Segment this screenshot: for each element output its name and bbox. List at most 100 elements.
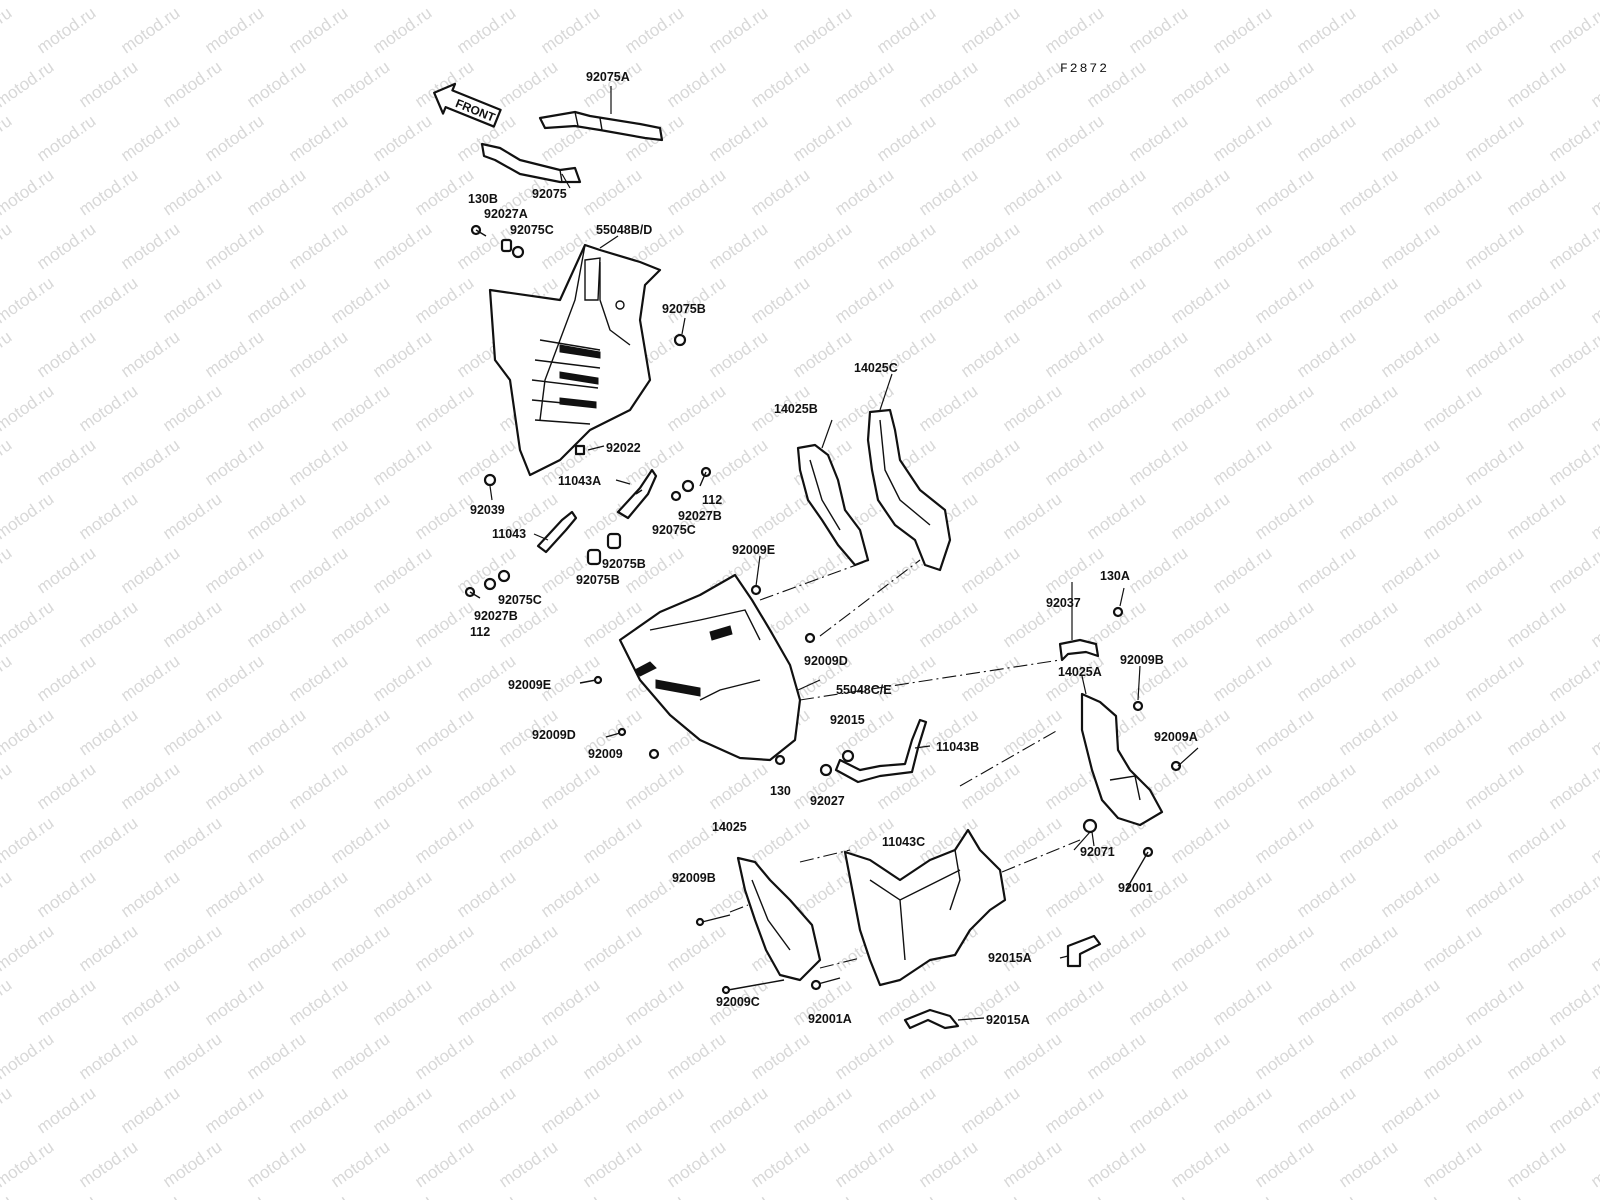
watermark-text: motod.ru bbox=[1461, 327, 1527, 381]
label-92075A: 92075A bbox=[586, 70, 630, 84]
watermark-text: motod.ru bbox=[1419, 705, 1485, 759]
screw-92039 bbox=[483, 473, 497, 487]
watermark-text: motod.ru bbox=[201, 435, 267, 489]
watermark-text: motod.ru bbox=[957, 219, 1023, 273]
watermark-text: motod.ru bbox=[1167, 1029, 1233, 1083]
watermark-text: motod.ru bbox=[1335, 705, 1401, 759]
watermark-text: motod.ru bbox=[705, 1083, 771, 1137]
watermark-text: motod.ru bbox=[0, 489, 57, 543]
watermark-text: motod.ru bbox=[915, 1137, 981, 1191]
watermark-text: motod.ru bbox=[705, 111, 771, 165]
watermark-text: motod.ru bbox=[1377, 867, 1443, 921]
watermark-text: motod.ru bbox=[1377, 435, 1443, 489]
watermark-text: motod.ru bbox=[0, 1029, 57, 1083]
watermark-text: motod.ru bbox=[369, 543, 435, 597]
watermark-text: motod.ru bbox=[1125, 327, 1191, 381]
label-92075B: 92075B bbox=[602, 557, 646, 571]
watermark-text: motod.ru bbox=[873, 219, 939, 273]
watermark-text: motod.ru bbox=[243, 489, 309, 543]
watermark-text: motod.ru bbox=[537, 975, 603, 1029]
grommet-92075B-1 bbox=[673, 333, 687, 347]
frame-11043C bbox=[843, 828, 1007, 987]
watermark-text: motod.ru bbox=[1587, 1029, 1600, 1083]
watermark-text: motod.ru bbox=[1545, 1191, 1600, 1200]
watermark-text: motod.ru bbox=[1125, 975, 1191, 1029]
label-130: 130 bbox=[770, 784, 791, 798]
label-92027A: 92027A bbox=[484, 207, 528, 221]
label-92015: 92015 bbox=[830, 713, 865, 727]
watermark-text: motod.ru bbox=[1545, 651, 1600, 705]
watermark-text: motod.ru bbox=[705, 219, 771, 273]
watermark-text: motod.ru bbox=[117, 867, 183, 921]
watermark-text: motod.ru bbox=[579, 921, 645, 975]
watermark-text: motod.ru bbox=[663, 0, 729, 3]
label-14025B: 14025B bbox=[774, 402, 818, 416]
watermark-text: motod.ru bbox=[0, 1083, 15, 1137]
watermark-text: motod.ru bbox=[75, 165, 141, 219]
watermark-text: motod.ru bbox=[159, 0, 225, 3]
watermark-text: motod.ru bbox=[1503, 921, 1569, 975]
watermark-text: motod.ru bbox=[33, 867, 99, 921]
watermark-text: motod.ru bbox=[1251, 813, 1317, 867]
watermark-text: motod.ru bbox=[1419, 0, 1485, 3]
watermark-text: motod.ru bbox=[411, 813, 477, 867]
watermark-text: motod.ru bbox=[1419, 381, 1485, 435]
label-92027B: 92027B bbox=[678, 509, 722, 523]
watermark-text: motod.ru bbox=[495, 1137, 561, 1191]
clamp-92037 bbox=[1058, 638, 1100, 662]
watermark-text: motod.ru bbox=[0, 543, 15, 597]
watermark-text: motod.ru bbox=[999, 0, 1065, 3]
watermark-text: motod.ru bbox=[1125, 1191, 1191, 1200]
watermark-text: motod.ru bbox=[1293, 219, 1359, 273]
watermark-text: motod.ru bbox=[1377, 3, 1443, 57]
watermark-text: motod.ru bbox=[1083, 489, 1149, 543]
watermark-text: motod.ru bbox=[117, 651, 183, 705]
watermark-text: motod.ru bbox=[663, 57, 729, 111]
watermark-text: motod.ru bbox=[369, 327, 435, 381]
label-92001A: 92001A bbox=[808, 1012, 852, 1026]
watermark-text: motod.ru bbox=[453, 1083, 519, 1137]
watermark-text: motod.ru bbox=[369, 651, 435, 705]
watermark-text: motod.ru bbox=[747, 1137, 813, 1191]
diagram-code: F2872 bbox=[1060, 61, 1109, 76]
watermark-text: motod.ru bbox=[1041, 3, 1107, 57]
watermark-text: motod.ru bbox=[537, 759, 603, 813]
watermark-text: motod.ru bbox=[285, 1191, 351, 1200]
watermark-text: motod.ru bbox=[159, 165, 225, 219]
watermark-text: motod.ru bbox=[201, 3, 267, 57]
watermark-text: motod.ru bbox=[201, 543, 267, 597]
watermark-text: motod.ru bbox=[621, 1191, 687, 1200]
watermark-text: motod.ru bbox=[579, 1137, 645, 1191]
bracket-92015A-2 bbox=[903, 1008, 960, 1030]
watermark-text: motod.ru bbox=[1335, 0, 1401, 3]
watermark-text: motod.ru bbox=[33, 219, 99, 273]
watermark-text: motod.ru bbox=[1335, 921, 1401, 975]
watermark-text: motod.ru bbox=[1209, 3, 1275, 57]
label-92009B: 92009B bbox=[672, 871, 716, 885]
watermark-text: motod.ru bbox=[1167, 597, 1233, 651]
watermark-text: motod.ru bbox=[1545, 327, 1600, 381]
watermark-text: motod.ru bbox=[1503, 597, 1569, 651]
watermark-text: motod.ru bbox=[1419, 1029, 1485, 1083]
watermark-text: motod.ru bbox=[75, 1029, 141, 1083]
watermark-text: motod.ru bbox=[0, 759, 15, 813]
watermark-text: motod.ru bbox=[117, 327, 183, 381]
watermark-text: motod.ru bbox=[957, 759, 1023, 813]
watermark-text: motod.ru bbox=[1503, 381, 1569, 435]
watermark-text: motod.ru bbox=[1125, 3, 1191, 57]
watermark-text: motod.ru bbox=[1251, 57, 1317, 111]
watermark-text: motod.ru bbox=[243, 1029, 309, 1083]
bracket-92015A-1 bbox=[1066, 934, 1102, 968]
watermark-text: motod.ru bbox=[0, 1137, 57, 1191]
watermark-text: motod.ru bbox=[201, 975, 267, 1029]
watermark-text: motod.ru bbox=[1125, 435, 1191, 489]
watermark-text: motod.ru bbox=[411, 597, 477, 651]
watermark-text: motod.ru bbox=[0, 219, 15, 273]
watermark-text: motod.ru bbox=[33, 111, 99, 165]
watermark-text: motod.ru bbox=[1461, 435, 1527, 489]
watermark-text: motod.ru bbox=[999, 489, 1065, 543]
label-92009E: 92009E bbox=[732, 543, 775, 557]
label-55048BD: 55048B/D bbox=[596, 223, 652, 237]
watermark-text: motod.ru bbox=[663, 921, 729, 975]
watermark-text: motod.ru bbox=[1209, 327, 1275, 381]
